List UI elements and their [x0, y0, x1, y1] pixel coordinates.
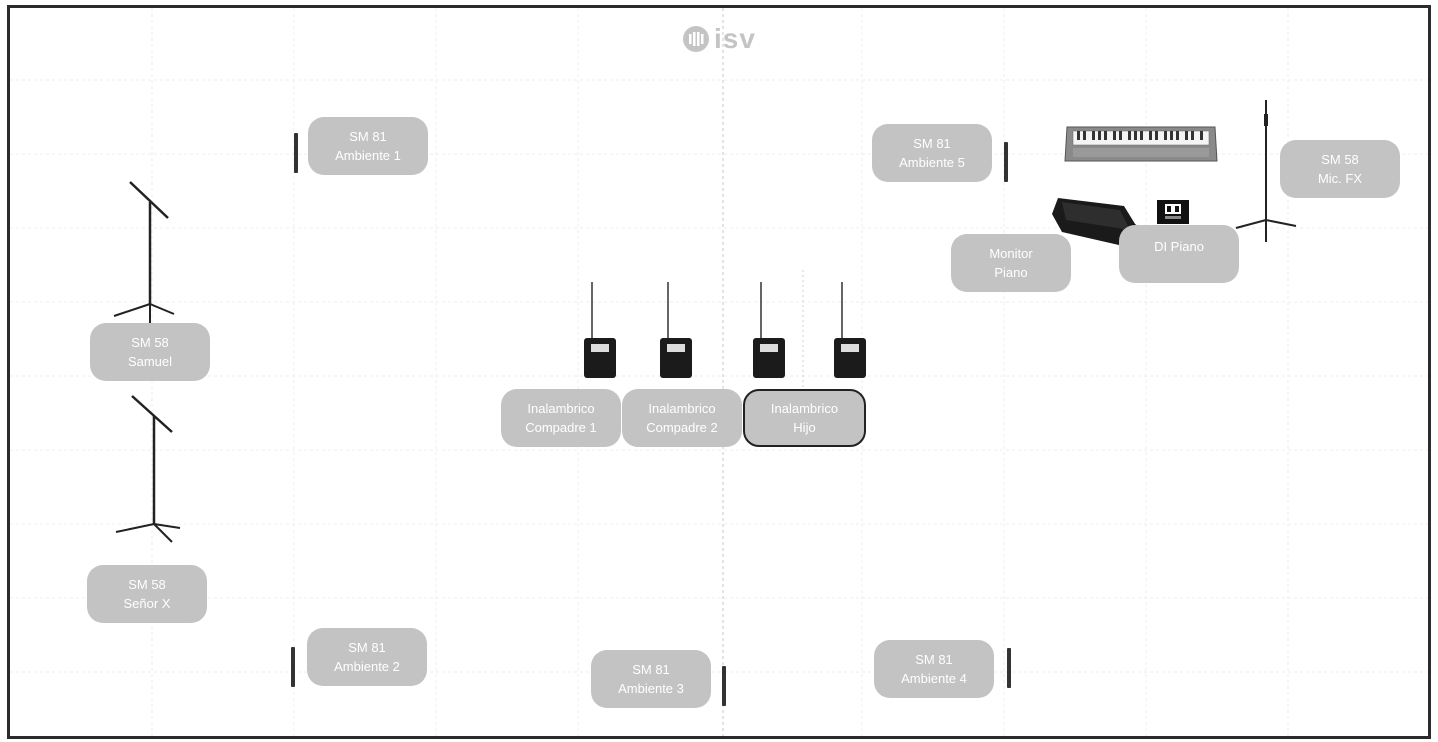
- label-sm58-mic-fx[interactable]: SM 58 Mic. FX: [1280, 140, 1400, 198]
- wireless-bodypack-icon[interactable]: [583, 280, 617, 378]
- condenser-mic-icon[interactable]: [294, 133, 298, 173]
- label-sm58-samuel[interactable]: SM 58 Samuel: [90, 323, 210, 381]
- label-line2: Hijo: [793, 420, 816, 435]
- keyboard-icon[interactable]: [1063, 121, 1219, 167]
- label-sm81-ambiente-2[interactable]: SM 81 Ambiente 2: [307, 628, 427, 686]
- logo-text: isv: [714, 23, 756, 54]
- wireless-bodypack-icon[interactable]: [833, 280, 867, 378]
- label-sm81-ambiente-3[interactable]: SM 81 Ambiente 3: [591, 650, 711, 708]
- label-line2: Piano: [994, 265, 1028, 280]
- label-line1: SM 81: [913, 136, 951, 151]
- stage-plot-canvas: isv: [7, 5, 1431, 739]
- label-monitor-piano[interactable]: Monitor Piano: [951, 234, 1071, 292]
- label-line1: SM 58: [1321, 152, 1359, 167]
- label-line1: DI Piano: [1154, 239, 1204, 254]
- label-line2: Mic. FX: [1317, 171, 1363, 186]
- condenser-mic-icon[interactable]: [291, 647, 295, 687]
- label-di-piano[interactable]: DI Piano: [1119, 225, 1239, 283]
- label-inalambrico-compadre-2[interactable]: Inalambrico Compadre 2: [622, 389, 742, 447]
- label-line1: SM 58: [131, 335, 169, 350]
- label-line1: Inalambrico: [770, 401, 839, 416]
- label-sm58-senor-x[interactable]: SM 58 Señor X: [87, 565, 207, 623]
- label-line2: Compadre 2: [646, 420, 718, 435]
- label-inalambrico-compadre-1[interactable]: Inalambrico Compadre 1: [501, 389, 621, 447]
- mic-stand-icon[interactable]: [108, 178, 180, 328]
- label-inalambrico-hijo[interactable]: Inalambrico Hijo: [743, 389, 866, 447]
- label-line1: Monitor: [989, 246, 1033, 261]
- condenser-mic-icon[interactable]: [1007, 648, 1011, 688]
- condenser-mic-icon[interactable]: [1004, 142, 1008, 182]
- label-line1: Inalambrico: [527, 401, 595, 416]
- label-line1: SM 81: [915, 652, 953, 667]
- label-line1: SM 81: [348, 640, 386, 655]
- label-line2: Ambiente 1: [335, 148, 401, 163]
- label-line1: SM 58: [128, 577, 166, 592]
- label-sm81-ambiente-5[interactable]: SM 81 Ambiente 5: [872, 124, 992, 182]
- label-line1: SM 81: [349, 129, 387, 144]
- label-line2: Ambiente 2: [334, 659, 400, 674]
- label-sm81-ambiente-4[interactable]: SM 81 Ambiente 4: [874, 640, 994, 698]
- isv-logo: isv: [682, 22, 756, 56]
- isv-logo-icon: [683, 26, 709, 52]
- label-line2: Señor X: [123, 596, 171, 611]
- label-line2: Ambiente 3: [618, 681, 684, 696]
- label-line1: SM 81: [632, 662, 670, 677]
- label-line2: Samuel: [127, 354, 173, 369]
- label-line1: Inalambrico: [648, 401, 716, 416]
- mic-stand-icon[interactable]: [110, 392, 186, 548]
- label-line2: Compadre 1: [525, 420, 597, 435]
- mic-stand-icon[interactable]: [1232, 96, 1300, 246]
- label-line2: Ambiente 5: [899, 155, 965, 170]
- background-grid: [10, 8, 1428, 736]
- label-sm81-ambiente-1[interactable]: SM 81 Ambiente 1: [308, 117, 428, 175]
- di-box-icon[interactable]: [1156, 199, 1190, 225]
- wireless-bodypack-icon[interactable]: [752, 280, 786, 378]
- condenser-mic-icon[interactable]: [722, 666, 726, 706]
- wireless-bodypack-icon[interactable]: [659, 280, 693, 378]
- label-line2: Ambiente 4: [901, 671, 967, 686]
